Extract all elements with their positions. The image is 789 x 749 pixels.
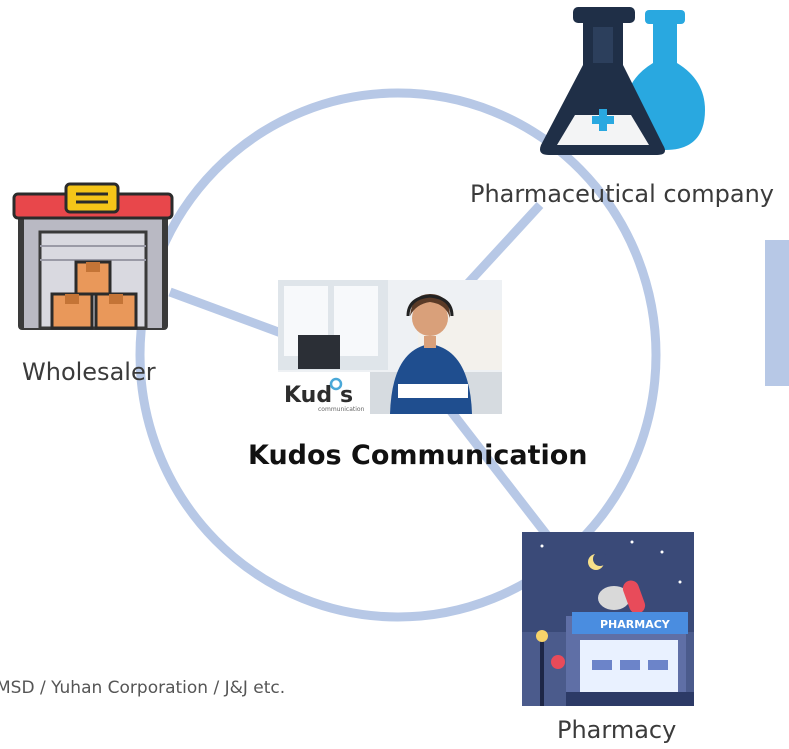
call-center-photo: Kud s communication [278, 280, 502, 414]
company-examples-footnote: MSD / Yuhan Corporation / J&J etc. [0, 678, 286, 698]
wholesaler-label: Wholesaler [22, 358, 156, 386]
connector-pharmacy [446, 407, 564, 555]
call-center-agent-icon: Kud s communication [278, 280, 502, 414]
pharmacy-sign-text: PHARMACY [600, 618, 671, 631]
warehouse-icon [12, 182, 174, 330]
pharmacy-label: Pharmacy [557, 716, 677, 744]
pharmaceutical-company-label: Pharmaceutical company [470, 180, 774, 208]
kudos-logo-subtext: communication [318, 406, 365, 413]
connector-pharma [456, 201, 544, 296]
kudos-logo-text: Kud [284, 383, 332, 408]
kudos-logo-text-2: s [340, 383, 353, 408]
kudos-communication-label: Kudos Communication [248, 440, 588, 471]
lab-flask-icon [540, 7, 705, 155]
decorative-bar [765, 240, 789, 386]
pharmacy-store-icon: PHARMACY [522, 532, 694, 706]
connection-ring [135, 88, 661, 622]
